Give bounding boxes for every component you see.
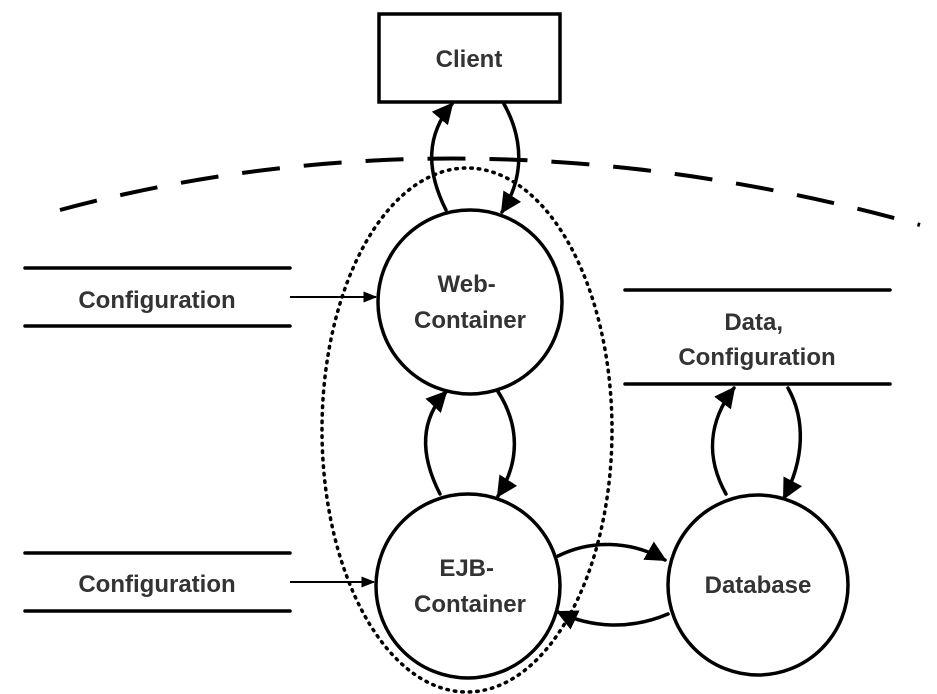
ejb-container-node: EJB- Container [374,492,562,680]
database-node: Database [666,493,850,677]
web-container-label-line-1: Web- [438,271,496,298]
ejb-container-label-line-1: EJB- [439,555,494,582]
data-configuration-label: Data, Configuration [678,309,835,371]
web-configuration-store: Configuration [23,266,292,328]
application-server-scope [320,166,614,694]
ejb-configuration-label: Configuration [78,571,235,598]
arrow-data-store-to-database [782,386,803,500]
web-container-label-line-2: Container [414,307,526,334]
web-configuration-label: Configuration [78,287,235,314]
data-configuration-label-line-2: Configuration [678,344,835,371]
arrow-web-to-ejb [495,388,518,498]
arrow-client-to-web [500,102,522,214]
arrow-web-to-client [429,102,454,212]
arrow-database-to-ejb [556,610,670,630]
data-configuration-label-line-1: Data, [724,309,783,336]
data-configuration-store: Data, Configuration [623,288,892,386]
ejb-container-label: EJB- Container [414,555,526,618]
client-node: Client [377,12,562,104]
ejb-configuration-store: Configuration [23,551,292,613]
arrow-ejb-to-database [556,541,667,562]
database-label: Database [705,572,812,599]
client-label: Client [436,46,503,73]
arrow-ejb-to-web [423,390,448,496]
arrow-database-to-data-store [710,386,736,496]
web-container-label: Web- Container [414,271,526,334]
web-container-node: Web- Container [376,208,564,396]
ejb-container-label-line-2: Container [414,591,526,618]
